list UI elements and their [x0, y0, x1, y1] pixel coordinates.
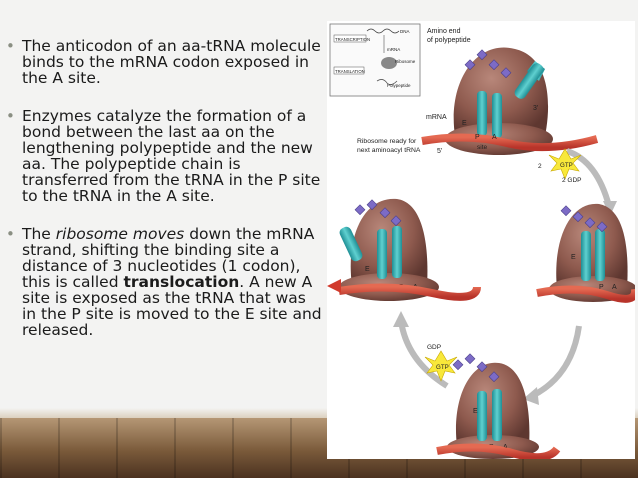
mrna-right	[536, 285, 638, 303]
inset-transcription: TRANSCRIPTION	[335, 37, 370, 42]
gtp-label-right: GTP	[560, 162, 573, 169]
cycle-arrow-bottom	[530, 325, 582, 399]
two-label: 2	[538, 163, 542, 170]
mrna-label: mRNA	[426, 114, 447, 121]
translation-elongation-diagram: TRANSCRIPTION DNA mRNA Ribosome TRANSLAT…	[327, 21, 638, 462]
overview-inset: TRANSCRIPTION DNA mRNA Ribosome TRANSLAT…	[329, 23, 421, 97]
inset-mrna: mRNA	[387, 47, 400, 52]
right-a-label: A	[612, 284, 617, 291]
top-p-label: P	[475, 134, 480, 141]
inset-translation: TRANSLATION	[335, 69, 365, 74]
ribosome-bottom: E P A	[447, 353, 539, 459]
floor-fade	[0, 408, 638, 418]
inset-ribosome-icon	[381, 57, 397, 69]
left-direction-arrow	[327, 279, 341, 293]
bullet-3-italic: ribosome moves	[55, 225, 185, 243]
mrna-left	[338, 283, 481, 301]
right-p-label: P	[599, 284, 604, 291]
bullet-3-bold: translocation	[123, 273, 240, 291]
of-polypeptide-label: of polypeptide	[427, 37, 471, 44]
bottom-e-label: E	[473, 408, 478, 415]
gtp-label-left: GTP	[436, 364, 449, 371]
top-e-label: E	[462, 120, 467, 127]
bullet-2-text: Enzymes catalyze the formation of a bond…	[22, 107, 321, 205]
mrna-bottom	[436, 443, 561, 462]
bullet-translocation: The ribosome moves down the mRNA strand,…	[6, 226, 324, 338]
amino-end-label: Amino end	[427, 28, 461, 35]
top-a-label: A	[492, 134, 497, 141]
bullet-3-pre: The	[22, 225, 56, 243]
bullet-peptide-bond: Enzymes catalyze the formation of a bond…	[6, 108, 324, 204]
left-e-label: E	[365, 266, 370, 273]
gtp-burst-right	[548, 148, 582, 180]
two-gdp-label: 2 GDP	[562, 177, 582, 184]
cycle-arrow-right	[565, 148, 612, 207]
bullet-3-text: The ribosome moves down the mRNA strand,…	[22, 226, 324, 338]
mrna-top	[421, 133, 599, 152]
inset-polypeptide: Polypeptide	[387, 83, 411, 88]
cycle-arrow-left	[398, 320, 449, 389]
ready-label-1: Ribosome ready for	[357, 138, 417, 145]
ready-label-2: next aminoacyl tRNA	[357, 147, 421, 154]
bullet-anticodon: The anticodon of an aa-tRNA molecule bin…	[6, 38, 324, 86]
right-e-label: E	[571, 254, 576, 261]
gdp-label: GDP	[427, 344, 441, 351]
top-site-label: site	[477, 144, 488, 151]
gtp-burst-left	[424, 350, 458, 382]
diagram-svg: TRANSCRIPTION DNA mRNA Ribosome TRANSLAT…	[327, 23, 638, 462]
dna-icon	[366, 28, 400, 34]
five-prime-label: 5'	[437, 148, 442, 155]
inset-dna: DNA	[400, 29, 410, 34]
slide-text: The anticodon of an aa-tRNA molecule bin…	[6, 38, 324, 360]
inset-ribosome: Ribosome	[395, 59, 416, 64]
bullet-1-text: The anticodon of an aa-tRNA molecule bin…	[22, 37, 321, 87]
bullet-3-post: . A new A site is exposed as the tRNA th…	[22, 273, 322, 339]
three-prime-label: 3'	[533, 105, 538, 112]
bullet-3-mid: down the mRNA strand, shifting the bindi…	[22, 225, 315, 291]
